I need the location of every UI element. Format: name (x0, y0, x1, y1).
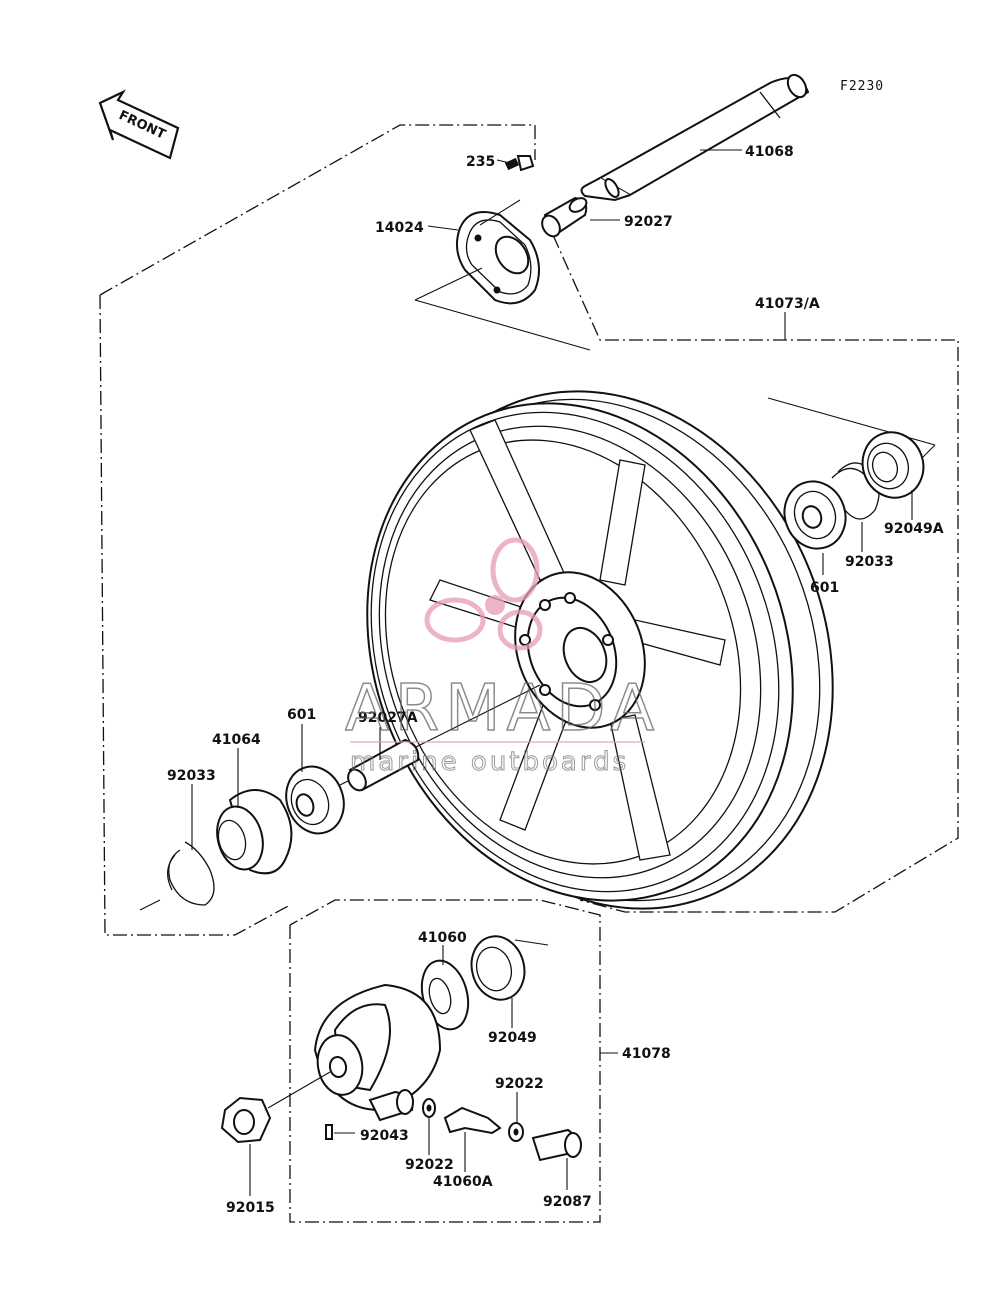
speedometer-gearbox (313, 983, 442, 1122)
label-92043: 92043 (360, 1128, 409, 1144)
speedometer-boundary (289, 899, 601, 1223)
left-guide (139, 899, 161, 911)
pin-92043 (325, 1124, 355, 1140)
label-92015: 92015 (226, 1200, 275, 1216)
label-92027: 92027 (624, 214, 673, 230)
leader-lines (191, 149, 913, 1196)
label-41064: 41064 (212, 732, 261, 748)
label-41068: 41068 (745, 144, 794, 160)
pinion-41060A (443, 1106, 502, 1135)
bushing-92087 (531, 1128, 582, 1162)
collar-92027 (541, 196, 588, 238)
label-601-left: 601 (287, 707, 316, 723)
label-92027A: 92027A (358, 710, 418, 726)
seal-92049 (470, 935, 526, 1001)
watermark-tagline: marine outboards (350, 747, 629, 777)
front-wheel (366, 390, 834, 910)
watermark-brand: ARMADA (345, 672, 660, 746)
label-92087: 92087 (543, 1194, 592, 1210)
label-41078: 41078 (622, 1046, 671, 1062)
label-41060: 41060 (418, 930, 467, 946)
label-41060A: 41060A (433, 1174, 493, 1190)
seal-92049A (861, 431, 925, 499)
washer-92022-top (508, 1122, 524, 1142)
bolt-235 (504, 155, 535, 172)
watermark-logo (424, 537, 543, 651)
gear-coupling-41064 (216, 789, 293, 875)
diagram-code: F2230 (840, 79, 884, 94)
bearing-601-left (285, 765, 345, 835)
label-92022-bottom: 92022 (405, 1157, 454, 1173)
label-92033-right: 92033 (845, 554, 894, 570)
label-92049A: 92049A (884, 521, 944, 537)
circlip-92033-left (167, 841, 215, 906)
collar-92027A (347, 738, 420, 792)
bearing-601-right (783, 480, 847, 550)
label-92049: 92049 (488, 1030, 537, 1046)
label-41073A: 41073/A (755, 296, 820, 312)
cover-lines (414, 199, 591, 351)
label-92033-left: 92033 (167, 768, 216, 784)
axle-41068 (580, 73, 810, 202)
cover-14024 (455, 211, 540, 305)
assembly-boundary (99, 124, 959, 936)
nut-92015 (220, 1071, 331, 1144)
seal-guide (514, 939, 549, 946)
label-14024: 14024 (375, 220, 424, 236)
label-601-right: 601 (810, 580, 839, 596)
front-arrow-icon: FRONT (98, 89, 180, 160)
washer-92022-bottom (422, 1098, 436, 1118)
watermark: ARMADA marine outboards (344, 537, 660, 778)
label-235: 235 (466, 154, 495, 170)
label-92022-top: 92022 (495, 1076, 544, 1092)
